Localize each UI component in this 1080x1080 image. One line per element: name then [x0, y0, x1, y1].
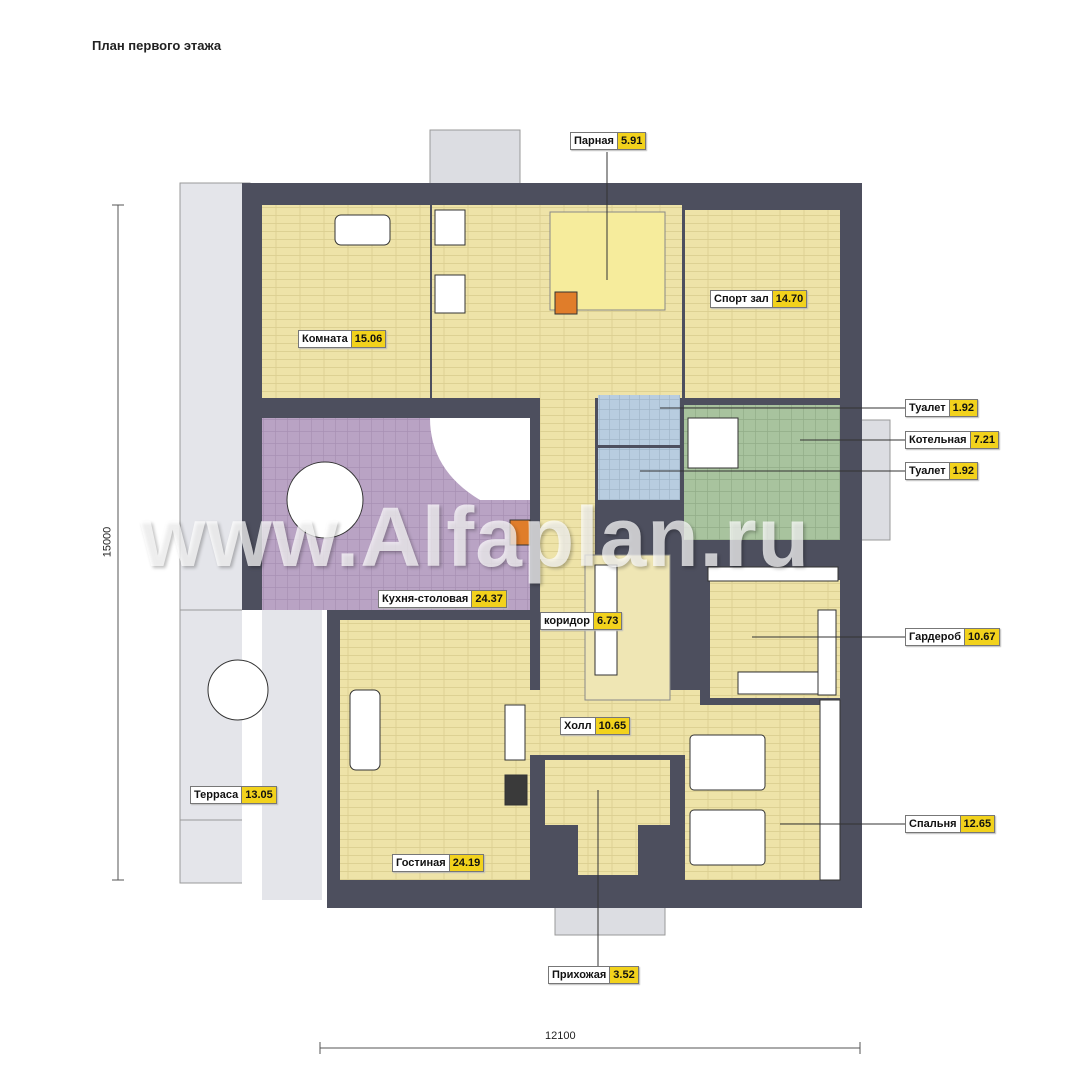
dimension-width: 12100 — [545, 1030, 576, 1042]
watermark: www.Alfaplan.ru — [140, 490, 810, 584]
room-toilet-1 — [598, 395, 680, 445]
dimension-lines — [112, 204, 861, 1054]
top-porch — [429, 129, 521, 191]
room-toilet-2 — [598, 448, 680, 500]
plan-title: План первого этажа — [92, 38, 222, 53]
furniture — [207, 209, 841, 881]
dimension-height: 15000 — [101, 526, 114, 558]
room-prihozhaya — [545, 760, 670, 825]
